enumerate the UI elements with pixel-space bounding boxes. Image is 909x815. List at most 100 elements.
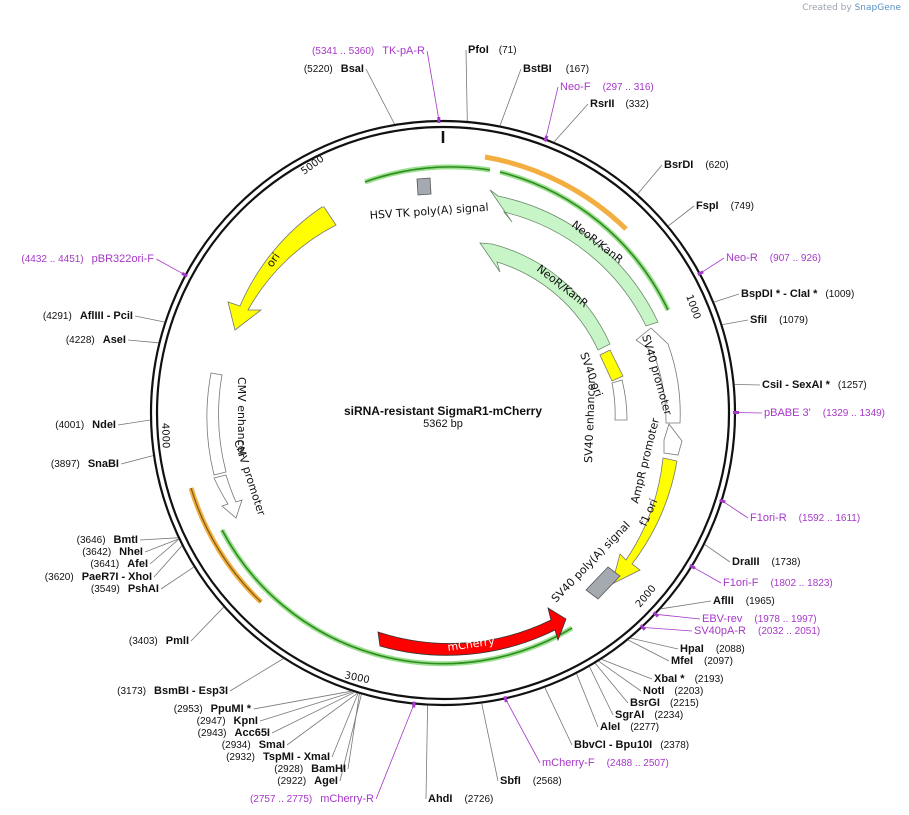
enzyme-label-asei: (4228)AseI xyxy=(66,334,126,346)
enzyme-leader-line-30 xyxy=(153,545,183,578)
leader-line-layer xyxy=(117,49,763,800)
enzyme-label-xbai: XbaI *(2193) xyxy=(654,673,723,685)
enzyme-label-alei: AleI(2277) xyxy=(600,721,659,733)
label-sv40-enhancer: SV40 enhancer xyxy=(582,378,598,463)
primer-site-marker-5 xyxy=(689,563,696,570)
primer-label-pbr322ori-f: (4432 .. 4451)pBR322ori-F xyxy=(21,253,154,265)
credit-text: Created by xyxy=(802,3,852,13)
enzyme-label-ahdi: AhdI(2726) xyxy=(428,793,493,805)
enzyme-leader-line-8 xyxy=(704,544,731,563)
enzyme-label-smai: (2934)SmaI xyxy=(222,739,285,751)
feature-ampr-promoter xyxy=(663,423,683,456)
primer-leader-line-8 xyxy=(505,699,541,764)
enzyme-label-pfoi: PfoI(71) xyxy=(468,44,517,56)
snapgene-logo: SnapGene xyxy=(854,3,901,13)
primer-label-sv40pa-r: SV40pA-R(2032 .. 2051) xyxy=(694,625,820,637)
primer-site-marker-6 xyxy=(652,611,660,618)
enzyme-label-tspmi-xmai: (2932)TspMI - XmaI xyxy=(226,751,330,763)
feature-cmv-enhancer xyxy=(206,372,227,476)
plasmid-size: 5362 bp xyxy=(423,418,463,430)
enzyme-label-nhei: (3642)NheI xyxy=(82,546,143,558)
primer-label-neo-r: Neo-R(907 .. 926) xyxy=(726,252,821,264)
enzyme-label-acc65i: (2943)Acc65I xyxy=(198,727,270,739)
enzyme-label-bbvci-bpu10i: BbvCI - Bpu10I(2378) xyxy=(574,739,689,751)
enzyme-leader-line-10 xyxy=(630,637,679,650)
enzyme-label-fspi: FspI(749) xyxy=(696,200,754,212)
enzyme-label-ppumi: (2953)PpuMI * xyxy=(174,703,252,715)
enzyme-leader-line-28 xyxy=(190,606,224,642)
enzyme-leader-line-26 xyxy=(253,690,352,710)
feature-sv40-ori xyxy=(599,349,624,382)
primer-site-marker-2 xyxy=(697,270,704,276)
feature-sv40-promoter xyxy=(635,327,681,424)
feature-cmv-promoter xyxy=(213,474,243,519)
enzyme-label-bsmbi-esp3i: (3173)BsmBI - Esp3I xyxy=(117,685,228,697)
enzyme-label-sfii: SfiI(1079) xyxy=(750,314,808,326)
primer-site-marker-10 xyxy=(181,271,189,278)
primer-site-marker-7 xyxy=(639,624,646,631)
enzyme-leader-line-22 xyxy=(331,693,359,758)
enzyme-label-bsai: (5220)BsaI xyxy=(304,63,364,75)
enzyme-leader-line-34 xyxy=(120,455,154,465)
enzyme-leader-line-38 xyxy=(365,68,395,125)
primer-track-neo xyxy=(484,154,628,231)
feature-f1-ori xyxy=(611,457,678,585)
primer-track-hsv-line xyxy=(364,166,491,183)
enzyme-leader-line-21 xyxy=(347,693,360,770)
enzyme-leader-line-16 xyxy=(576,673,599,728)
primer-marker-layer xyxy=(181,116,739,708)
primer-leader-line-10 xyxy=(156,258,185,276)
tick-label-1000: 1000 xyxy=(683,293,702,321)
enzyme-label-sgrai: SgrAI(2234) xyxy=(615,709,683,721)
tick-label-4000: 4000 xyxy=(159,423,171,449)
enzyme-label-snabi: (3897)SnaBI xyxy=(51,458,119,470)
enzyme-leader-line-31 xyxy=(149,539,179,565)
enzyme-label-sbfi: SbfI(2568) xyxy=(500,775,562,787)
enzyme-leader-line-37 xyxy=(134,315,165,323)
primer-leader-line-7 xyxy=(642,627,693,632)
enzyme-leader-line-9 xyxy=(660,600,712,610)
primer-site-marker-8 xyxy=(503,695,508,703)
label-hsv-tk-polya: HSV TK poly(A) signal xyxy=(369,201,489,222)
enzyme-leader-line-27 xyxy=(229,658,284,692)
primer-label-tk-pa-r: (5341 .. 5360)TK-pA-R xyxy=(312,45,425,57)
label-cmv-enhancer: CMV enhancer xyxy=(235,377,248,457)
primer-leader-line-3 xyxy=(735,412,763,414)
enzyme-label-bamhi: (2928)BamHI xyxy=(274,763,346,775)
enzyme-label-ndei: (4001)NdeI xyxy=(55,419,116,431)
enzyme-label-hpai: HpaI(2088) xyxy=(680,643,745,655)
primer-leader-line-0 xyxy=(426,50,440,121)
feature-neor-2 xyxy=(479,242,611,351)
label-neor-2: NeoR/KanR xyxy=(534,262,591,310)
enzyme-label-mfei: MfeI(2097) xyxy=(671,655,733,667)
enzyme-label-pshai: (3549)PshAI xyxy=(91,583,159,595)
primer-label-f1ori-f: F1ori-F(1802 .. 1823) xyxy=(723,577,833,589)
enzyme-label-draiii: DraIII(1738) xyxy=(732,556,800,568)
feature-hsv-tk-polya xyxy=(416,177,432,196)
primer-leader-line-2 xyxy=(700,257,725,274)
enzyme-label-aflii: AflII(1965) xyxy=(713,595,775,607)
enzyme-leader-line-35 xyxy=(117,419,151,426)
enzyme-leader-line-24 xyxy=(271,691,355,734)
enzyme-label-bsrdi: BsrDI(620) xyxy=(664,159,729,171)
feature-mcherry xyxy=(377,607,567,656)
enzyme-leader-line-23 xyxy=(286,692,358,746)
primer-label-layer: (5341 .. 5360)TK-pA-R Neo-F(297 .. 316) … xyxy=(21,45,885,805)
enzyme-leader-line-13 xyxy=(598,660,642,692)
plasmid-name: siRNA-resistant SigmaR1-mCherry xyxy=(344,404,542,418)
primer-leader-line-5 xyxy=(692,566,722,584)
enzyme-label-bspdi-clai: BspDI * - ClaI *(1009) xyxy=(741,288,854,300)
feature-neor-1 xyxy=(489,189,659,327)
enzyme-label-rsrii: RsrII(332) xyxy=(590,98,649,110)
primer-leader-line-1 xyxy=(545,86,559,139)
enzyme-leader-line-14 xyxy=(594,663,629,704)
enzyme-label-csii-sexai: CsiI - SexAI *(1257) xyxy=(762,379,867,391)
enzyme-leader-line-33 xyxy=(139,537,178,541)
enzyme-leader-line-15 xyxy=(589,666,614,716)
enzyme-leader-line-17 xyxy=(544,687,573,746)
feature-ori xyxy=(227,206,337,331)
primer-track-cmv-line xyxy=(190,487,262,603)
tick-label-3000: 3000 xyxy=(343,670,370,686)
primer-label-neo-f: Neo-F(297 .. 316) xyxy=(560,81,654,93)
